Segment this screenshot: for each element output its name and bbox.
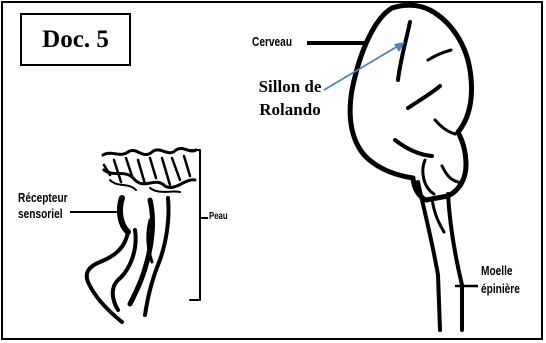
skin-section-illustration — [87, 148, 200, 322]
recepteur-label-line1: Récepteur — [18, 190, 68, 206]
peau-label: Peau — [209, 211, 228, 222]
recepteur-label-line2: sensoriel — [18, 206, 68, 222]
moelle-label-line2: épinière — [481, 280, 520, 298]
sillon-de-rolando-label: Sillon de Rolando — [240, 75, 340, 121]
recepteur-sensoriel-label: Récepteur sensoriel — [18, 190, 68, 222]
cerveau-label: Cerveau — [252, 34, 292, 49]
brain-illustration — [350, 5, 471, 330]
moelle-label-line1: Moelle — [481, 262, 520, 280]
sillon-label-line2: Rolando — [240, 98, 340, 121]
sillon-label-line1: Sillon de — [240, 75, 340, 98]
moelle-epiniere-label: Moelle épinière — [481, 262, 520, 298]
